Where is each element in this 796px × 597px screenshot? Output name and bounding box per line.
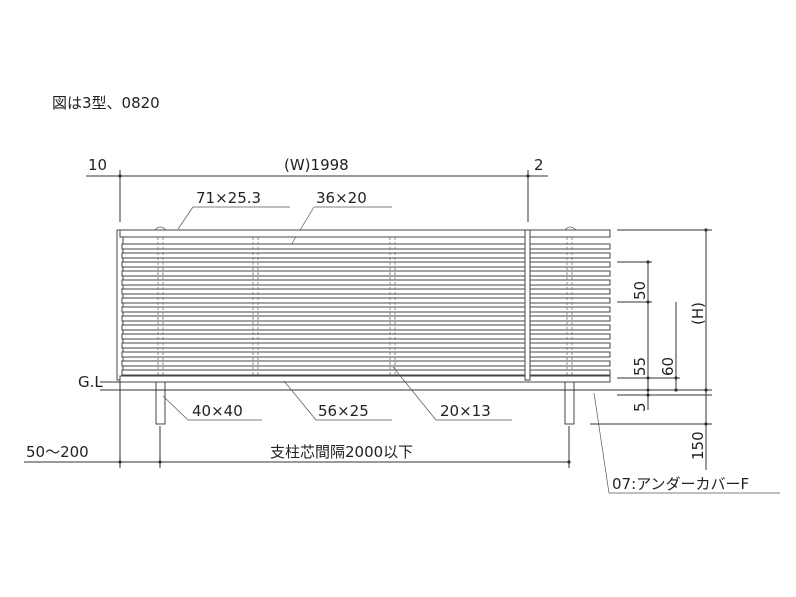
depth-150-label: 150 [689,431,707,460]
bottom-rail-label: 56×25 [318,402,369,420]
post-size-label: 40×40 [192,402,243,420]
bottom-dimension-line [24,382,571,468]
width-label: (W)1998 [284,156,349,174]
fence-panel [116,226,611,383]
top-dimension-line [86,170,548,222]
under-cover-label: 07:アンダーカバーF [612,475,749,493]
slat-leader [290,206,392,246]
gap-55-label: 55 [631,357,649,376]
height-label: (H) [689,302,707,325]
top-rail-leader [177,206,290,230]
fence-slats [121,243,611,376]
top-rail-label: 71×25.3 [196,189,261,207]
gap-5-label: 5 [631,402,649,412]
post-size-leader [162,395,262,421]
overhang-label: 50〜200 [26,443,89,461]
post-spacing-label: 支柱芯間隔2000以下 [270,443,413,461]
right-dimension-lines [590,228,712,470]
bottom-rail-leader [283,380,392,421]
mullion-label: 20×13 [440,402,491,420]
left-offset-label: 10 [88,156,107,174]
ground-label: G.L [78,373,103,391]
pitch-label: 50 [631,281,649,300]
gap-60-label: 60 [659,357,677,376]
mullion-leader [392,366,512,421]
right-offset-label: 2 [534,156,544,174]
support-posts [155,381,575,425]
slat-label: 36×20 [316,189,367,207]
diagram-caption: 図は3型、0820 [52,94,160,112]
under-cover-leader [593,392,780,494]
